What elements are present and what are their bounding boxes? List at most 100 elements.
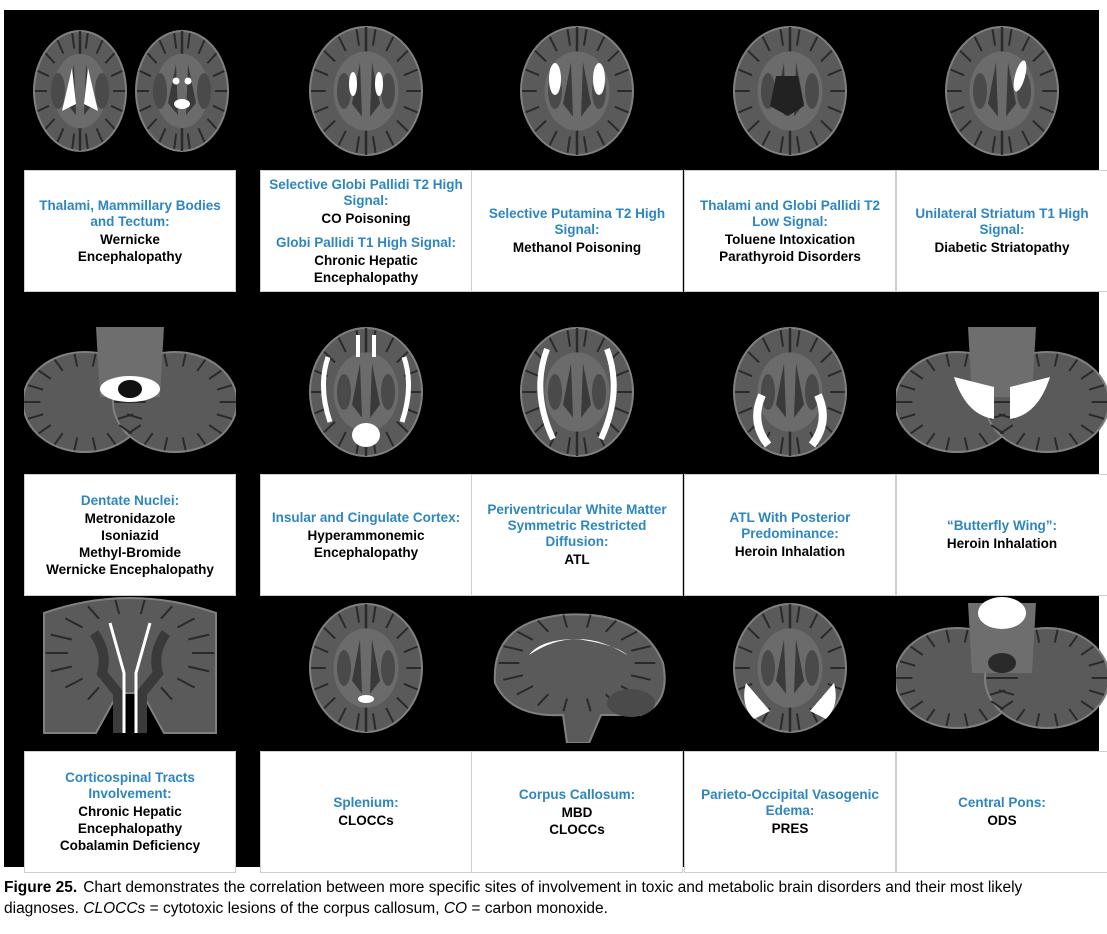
diagnosis-line: Methanol Poisoning bbox=[512, 240, 642, 255]
axial-brain-unilateral-striatum-icon bbox=[896, 16, 1107, 166]
diagnosis-line: Encephalopathy bbox=[77, 248, 183, 264]
axial-brain-putamina-icon bbox=[471, 16, 683, 166]
diagnosis-text: CLOCCs bbox=[338, 812, 394, 829]
cerebellum-dentate-nuclei-icon bbox=[24, 317, 236, 467]
diagnosis-line: Wernicke bbox=[100, 231, 160, 247]
diagnosis-line: Cobalamin Deficiency bbox=[59, 838, 201, 853]
diagnosis-line: Heroin Inhalation bbox=[734, 544, 846, 559]
involvement-site-text: Periventricular White Matter Symmetric R… bbox=[487, 502, 667, 549]
figure-cell: Central Pons: ODS bbox=[896, 593, 1107, 873]
axial-brain-parieto-occipital-icon bbox=[684, 593, 896, 743]
figure-cell: Splenium: CLOCCs bbox=[260, 593, 472, 873]
involvement-site-text: Corpus Callosum: bbox=[518, 786, 636, 802]
diagnosis-line: Chronic Hepatic bbox=[78, 804, 182, 819]
figure-cell: ATL With Posterior Predominance: Heroin I… bbox=[684, 317, 896, 596]
diagnosis-label-box: Periventricular White Matter Symmetric R… bbox=[471, 474, 683, 596]
diagnosis-label-box: ATL With Posterior Predominance: Heroin I… bbox=[684, 474, 896, 596]
diagnosis-line: Chronic Hepatic bbox=[314, 252, 418, 268]
figure-cell: Periventricular White Matter Symmetric R… bbox=[471, 317, 683, 596]
involvement-site-text: ATL With Posterior Predominance: bbox=[729, 510, 851, 541]
diagnosis-line: Isoniazid bbox=[101, 527, 159, 543]
diagnosis-line: CLOCCs bbox=[549, 821, 605, 837]
diagnosis-text: CO Poisoning bbox=[321, 210, 410, 227]
involvement-site-text: “Butterfly Wing”: bbox=[946, 518, 1058, 533]
axial-brain-posterior-white-matter-icon bbox=[684, 317, 896, 467]
pons-central-icon bbox=[896, 593, 1107, 743]
diagnosis-line: PRES bbox=[771, 821, 809, 836]
involvement-site-text: Globi Pallidi T1 High Signal: bbox=[275, 234, 456, 250]
diagnosis-line: Hyperammonemic bbox=[307, 527, 425, 543]
involvement-site-text: Insular and Cingulate Cortex: bbox=[271, 509, 461, 525]
figure-cell: “Butterfly Wing”: Heroin Inhalation bbox=[896, 317, 1107, 596]
involvement-site-text: Selective Globi Pallidi T2 High Signal: bbox=[269, 176, 463, 208]
figure-cell: Unilateral Striatum T1 High Signal: Diabe… bbox=[896, 16, 1107, 292]
figure-label: Figure 25. bbox=[4, 879, 78, 896]
diagnosis-text: PRES bbox=[772, 820, 809, 837]
diagnosis-label-box: Corticospinal Tracts Involvement:Chronic… bbox=[24, 751, 236, 873]
diagnosis-text: Heroin Inhalation bbox=[735, 543, 845, 560]
involvement-site-text: Parieto-Occipital Vasogenic Edema: bbox=[701, 787, 879, 818]
diagnosis-line: Parathyroid Disorders bbox=[719, 248, 861, 264]
diagnosis-text: ODS bbox=[987, 812, 1016, 829]
figure-cell: Thalami and Globi Pallidi T2 Low Signal:… bbox=[684, 16, 896, 292]
diagnosis-label-box: Unilateral Striatum T1 High Signal: Diabe… bbox=[896, 170, 1107, 292]
diagnosis-line: CO Poisoning bbox=[321, 210, 411, 226]
involvement-site-text: Dentate Nuclei: bbox=[80, 492, 180, 508]
diagnosis-line: CLOCCs bbox=[338, 813, 394, 828]
axial-brain-splenium-icon bbox=[260, 593, 472, 743]
axial-brain-globi-pallidi-icon bbox=[260, 16, 472, 166]
involvement-site-text: Corticospinal Tracts Involvement: bbox=[65, 770, 195, 801]
diagnosis-line: Heroin Inhalation bbox=[946, 536, 1058, 551]
diagnosis-label-box: Splenium: CLOCCs bbox=[260, 751, 472, 873]
figure-panel: Thalami, Mammillary Bodies and Tectum:We… bbox=[4, 10, 1107, 873]
diagnosis-line: ATL bbox=[564, 552, 590, 567]
diagnosis-line: Diabetic Striatopathy bbox=[934, 240, 1070, 255]
diagnosis-line: Wernicke Encephalopathy bbox=[46, 561, 214, 577]
involvement-site-text: Splenium: bbox=[333, 795, 399, 810]
diagnosis-text: Heroin Inhalation bbox=[947, 535, 1057, 552]
figure-cell: Selective Globi Pallidi T2 High Signal: C… bbox=[260, 16, 472, 292]
coronal-brain-corticospinal-tracts-icon bbox=[24, 593, 236, 743]
cerebellum-butterfly-wing-icon bbox=[896, 317, 1107, 467]
axial-brain-thalami-tectum-icon bbox=[24, 16, 236, 166]
figure-cell: Insular and Cingulate Cortex: Hyperammone… bbox=[260, 317, 472, 596]
diagnosis-text: Methanol Poisoning bbox=[513, 239, 641, 256]
figure-cell: Parieto-Occipital Vasogenic Edema: PRES bbox=[684, 593, 896, 873]
diagnosis-line: Encephalopathy bbox=[313, 544, 419, 560]
diagnosis-label-box: Thalami, Mammillary Bodies and Tectum:We… bbox=[24, 170, 236, 292]
diagnosis-line: Toluene Intoxication bbox=[724, 231, 856, 247]
diagnosis-label-box: Thalami and Globi Pallidi T2 Low Signal:… bbox=[684, 170, 896, 292]
figure-cell: Corticospinal Tracts Involvement:Chronic… bbox=[24, 593, 236, 873]
axial-brain-insular-cingulate-icon bbox=[260, 317, 472, 467]
involvement-site-text: Central Pons: bbox=[958, 795, 1046, 810]
diagnosis-label-box: Central Pons: ODS bbox=[896, 751, 1107, 873]
diagnosis-line: MBD bbox=[561, 804, 593, 820]
involvement-site-text: Unilateral Striatum T1 High Signal: bbox=[915, 206, 1089, 237]
figure-cell: Selective Putamina T2 High Signal: Methan… bbox=[471, 16, 683, 292]
diagnosis-text: ATL bbox=[564, 551, 589, 568]
figure-cell: Thalami, Mammillary Bodies and Tectum:We… bbox=[24, 16, 236, 292]
involvement-site-text: Selective Putamina T2 High Signal: bbox=[488, 206, 666, 237]
diagnosis-label-box: Selective Putamina T2 High Signal: Methan… bbox=[471, 170, 683, 292]
involvement-site-text: Thalami and Globi Pallidi T2 Low Signal: bbox=[699, 197, 881, 229]
involvement-site-text: Thalami, Mammillary Bodies and Tectum: bbox=[39, 197, 221, 229]
diagnosis-line: ODS bbox=[987, 813, 1017, 828]
sagittal-brain-corpus-callosum-icon bbox=[471, 593, 683, 743]
diagnosis-line: Methyl-Bromide bbox=[78, 544, 181, 560]
axial-brain-periventricular-white-matter-icon bbox=[471, 317, 683, 467]
diagnosis-label-box: Insular and Cingulate Cortex: Hyperammone… bbox=[260, 474, 472, 596]
diagnosis-label-box: Parieto-Occipital Vasogenic Edema: PRES bbox=[684, 751, 896, 873]
figure-caption: Figure 25.Chart demonstrates the correla… bbox=[4, 877, 1100, 919]
diagnosis-text: Diabetic Striatopathy bbox=[934, 239, 1069, 256]
diagnosis-label-box: “Butterfly Wing”: Heroin Inhalation bbox=[896, 474, 1107, 596]
diagnosis-line: Encephalopathy bbox=[77, 821, 183, 836]
